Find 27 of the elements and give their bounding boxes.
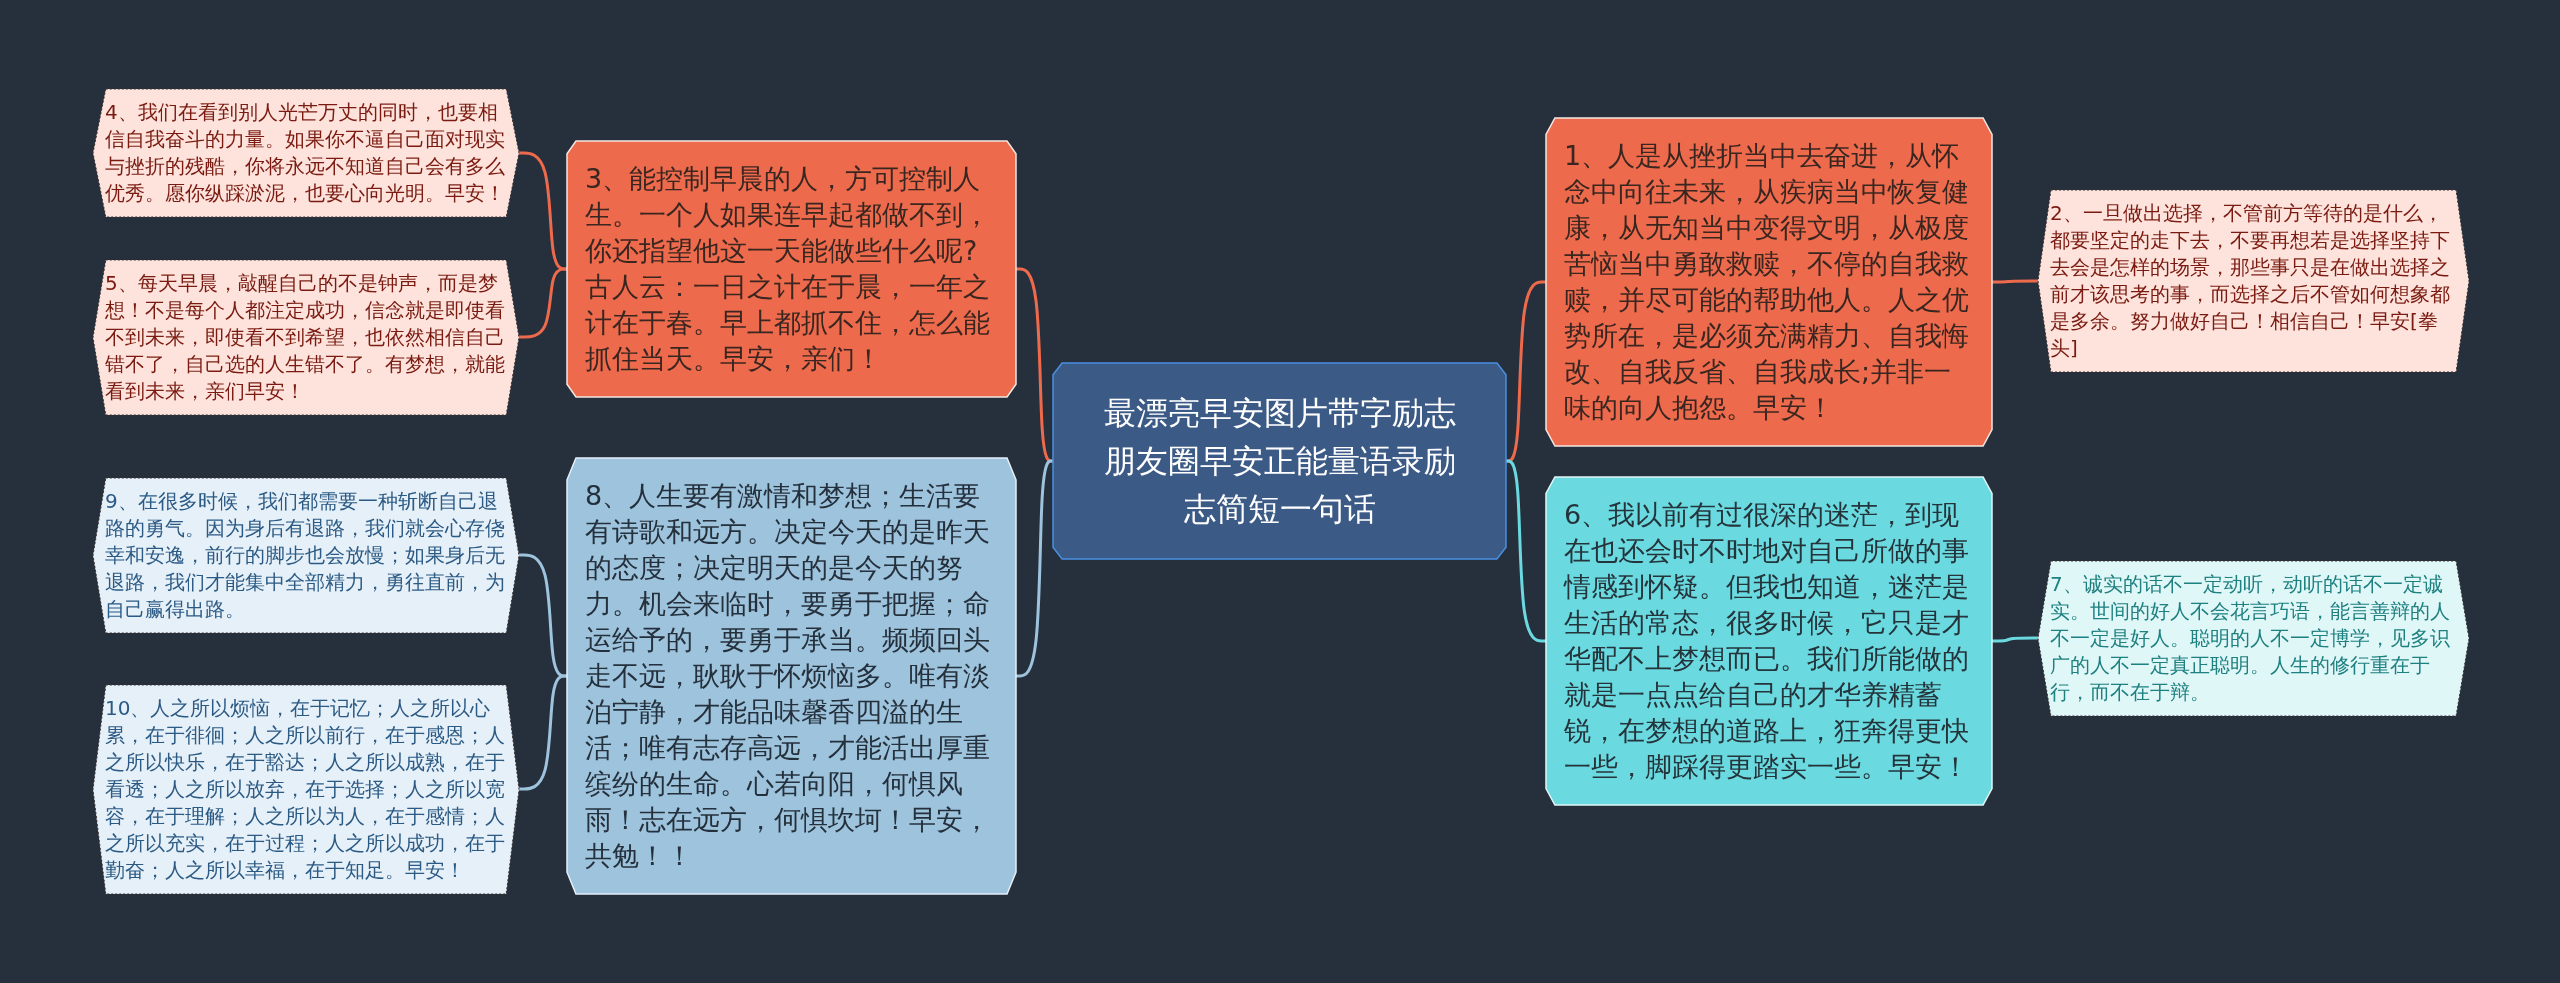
connector-line [1506, 459, 1546, 643]
leaf-box [93, 259, 519, 415]
leaf-box [2038, 190, 2469, 372]
connector-line [1016, 267, 1054, 463]
node-text: 1、人是从挫折当中去奋进，从怀念中向往未来，从疾病当中恢复健康，从无知当中变得文明，从极度苦恼当中勇敢救赎，不停的自我救赎，并尽可能的帮助他人。人之优势所在，是必须充满精力、自我悔改、自我反省、自我成长;并非一味的向人抱怨。早安！ [1564, 139, 1970, 425]
connector-line [1992, 279, 2038, 284]
node-text: 9、在很多时候，我们都需要一种斩断自己退路的勇气。因为身后有退路，我们就会心存侥幸和安逸，前行的脚步也会放慢；如果身后无退路，我们才能集中全部精力，勇往直前，为自己赢得出路。 [105, 487, 506, 623]
leaf-box [2038, 560, 2469, 716]
node-text: 10、人之所以烦恼，在于记忆；人之所以心累，在于徘徊；人之所以前行，在于感恩；人之所以快乐，在于豁达；人之所以成熟，在于看透；人之所以放弃，在于选择；人之所以宽容，在于理解；人之所以为人，在于感情；人之所以充实，在于过程；人之所以成功，在于勤奋；人之所以幸福，在于知足。早安！ [105, 694, 506, 884]
node-text: 2、一旦做出选择，不管前方等待的是什么，都要坚定的走下去，不要再想若是选择坚持下去会是怎样的场景，那些事只是在做出选择之前才该思考的事，而选择之后不管如何想象都是多余。努力做好自己！相信自己！早安[拳头] [2050, 200, 2451, 362]
leaf-box [93, 89, 519, 217]
topic-title: 最漂亮早安图片带字励志朋友圈早安正能量语录励志简短一句话 [1102, 393, 1457, 530]
central-topic-box [1053, 363, 1506, 559]
node-text: 8、人生要有激情和梦想；生活要有诗歌和远方。决定今天的是昨天的态度；决定明天的是今天的努力。机会来临时，要勇于把握；命运给予的，要勇于承当。频频回头走不远，耿耿于怀烦恼多。唯有淡泊宁静，才能品味馨香四溢的生活；唯有志存高远，才能活出厚重缤纷的生命。心若向阳，何惧风雨！志在远方，何惧坎坷！早安，共勉！！ [585, 479, 991, 873]
node-text: 5、每天早晨，敲醒自己的不是钟声，而是梦想！不是每个人都注定成功，信念就是即使看不到未来，即使看不到希望，也依然相信自己错不了，自己选的人生错不了。有梦想，就能看到未来，亲们早安！ [105, 269, 506, 405]
node-text: 4、我们在看到别人光芒万丈的同时，也要相信自我奋斗的力量。如果你不逼自己面对现实与挫折的残酷，你将永远不知道自己会有多么优秀。愿你纵踩淤泥，也要心向光明。早安！ [105, 99, 506, 207]
connector-line [1506, 280, 1546, 463]
connector-line [1992, 636, 2038, 643]
connector-line [1016, 459, 1054, 678]
branch-box [1546, 118, 1992, 446]
node-text: 6、我以前有过很深的迷茫，到现在也还会时不时地对自己所做的事情感到怀疑。但我也知道，迷茫是生活的常态，很多时候，它只是才华配不上梦想而已。我们所能做的就是一点点给自己的才华养精蓄锐，在梦想的道路上，狂奔得更快一些，脚踩得更踏实一些。早安！ [1564, 498, 1970, 784]
branch-box [567, 458, 1016, 894]
branch-box [567, 141, 1016, 397]
branch-box [1546, 477, 1992, 805]
node-text: 3、能控制早晨的人，方可控制人生。一个人如果连早起都做不到，你还指望他这一天能做些什么呢?古人云：一日之计在于晨，一年之计在于春。早上都抓不住，怎么能抓住当天。早安，亲们！ [585, 162, 991, 376]
leaf-box [93, 477, 519, 633]
node-text: 7、诚实的话不一定动听，动听的话不一定诚实。世间的好人不会花言巧语，能言善辩的人不一定是好人。聪明的人不一定博学，见多识广的人不一定真正聪明。人生的修行重在于行，而不在于辩。 [2050, 570, 2451, 706]
